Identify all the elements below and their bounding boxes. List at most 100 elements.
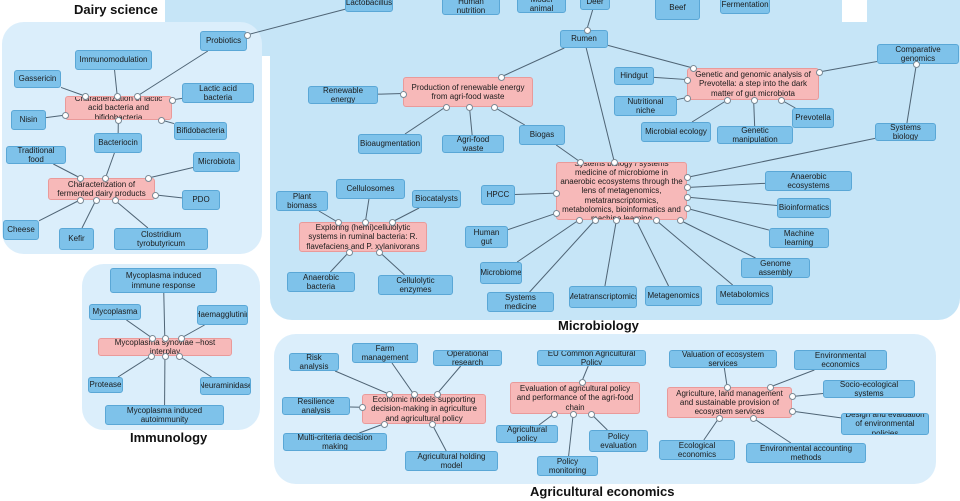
systems-topic-node[interactable]: Systems biology / systems medicine of mi…	[556, 162, 687, 220]
edge-endpoint-dot	[575, 217, 583, 224]
edge-endpoint-dot	[428, 421, 436, 428]
eu-cap-node[interactable]: EU Common Agricultural Policy	[537, 350, 646, 366]
agri-food-waste-node[interactable]: Agri-food waste	[442, 135, 504, 153]
anaerobic-bacteria-node[interactable]: Anaerobic bacteria	[287, 272, 355, 292]
probiotics-node[interactable]: Probiotics	[200, 31, 247, 51]
edge-dairy-topic-traditional-food	[53, 163, 81, 179]
microbiota-node[interactable]: Microbiota	[193, 152, 240, 172]
cellulolytic-enzymes-node[interactable]: Cellulolytic enzymes	[378, 275, 453, 295]
edge-systems-topic-anaerobic-ecosystems	[686, 182, 766, 188]
edge-endpoint-dot	[158, 117, 166, 124]
mycoplasma-autoimmunity-node[interactable]: Mycoplasma induced autoimmunity	[105, 405, 224, 425]
bioaugmentation-node[interactable]: Bioaugmentation	[358, 134, 422, 154]
clostridium-node[interactable]: Clostridium tyrobutyricum	[114, 228, 208, 250]
environmental-economics-node[interactable]: Environmental economics	[794, 350, 887, 370]
genome-assembly-node[interactable]: Genome assembly	[741, 258, 810, 278]
edge-land-topic-design-env-policies	[791, 410, 842, 419]
edge-endpoint-dot	[466, 104, 474, 111]
ecological-economics-node[interactable]: Ecological economics	[659, 440, 735, 460]
fermentation-node[interactable]: Fermentation	[720, 0, 770, 14]
haemagglutinin-node[interactable]: Haemagglutinin	[197, 305, 248, 325]
operational-research-node[interactable]: Operational research	[433, 350, 502, 366]
systems-medicine-node[interactable]: Systems medicine	[487, 292, 554, 312]
edge-econ-topic-mcdm	[359, 423, 384, 434]
edge-comparative-genomics-systems-biology	[906, 63, 917, 124]
mycoplasma-immune-node[interactable]: Mycoplasma induced immune response	[110, 268, 217, 293]
protease-node[interactable]: Protease	[88, 377, 123, 393]
bioinformatics-node[interactable]: Bioinformatics	[777, 198, 831, 218]
hpcc-node[interactable]: HPCC	[481, 185, 515, 205]
cellulose-topic-node[interactable]: Exploring (hemi)cellulolytic systems in …	[299, 222, 427, 252]
microbial-ecology-node[interactable]: Microbial ecology	[641, 122, 711, 142]
microbiome-node[interactable]: Microbiome	[480, 262, 522, 284]
nisin-node[interactable]: Nisin	[11, 110, 46, 130]
prevotella-node[interactable]: Prevotella	[792, 108, 834, 128]
dairy-topic-node[interactable]: Characterization of fermented dairy prod…	[48, 178, 155, 200]
policy-monitoring-node[interactable]: Policy monitoring	[537, 456, 598, 476]
edge-dairy-topic-cheese	[38, 199, 81, 222]
renewable-energy-node[interactable]: Renewable energy	[308, 86, 378, 104]
traditional-food-node[interactable]: Traditional food	[6, 146, 66, 164]
bacteriocin-node[interactable]: Bacteriocin	[94, 133, 142, 153]
prevotella-topic-node[interactable]: Genetic and genomic analysis of Prevotel…	[687, 68, 819, 100]
edge-lab-topic-nisin	[45, 114, 66, 119]
resilience-analysis-node[interactable]: Resilience analysis	[282, 397, 350, 415]
metagenomics-node[interactable]: Metagenomics	[645, 286, 702, 306]
env-accounting-node[interactable]: Environmental accounting methods	[746, 443, 866, 463]
g-immuno-label: Immunology	[130, 430, 208, 445]
edge-endpoint-dot	[111, 197, 119, 204]
econ-topic-node[interactable]: Economic models supporting decision-maki…	[362, 394, 486, 424]
edge-prevotella-topic-rumen	[607, 44, 694, 69]
design-env-policies-node[interactable]: Design and evaluation of environmental p…	[841, 413, 929, 435]
agricultural-policy-node[interactable]: Agricultural policy	[496, 425, 558, 443]
land-topic-node[interactable]: Agriculture, land management and sustain…	[667, 387, 792, 418]
kefir-node[interactable]: Kefir	[59, 228, 94, 250]
hindgut-node[interactable]: Hindgut	[614, 67, 654, 85]
edge-endpoint-dot	[433, 391, 441, 398]
edge-systems-topic-rumen	[585, 47, 615, 163]
policy-evaluation-node[interactable]: Policy evaluation	[589, 430, 648, 452]
deer-node[interactable]: Deer	[580, 0, 610, 10]
model-animal-node[interactable]: Model animal	[517, 0, 566, 13]
nutritional-niche-node[interactable]: Nutritional niche	[614, 96, 677, 116]
cheese-node[interactable]: Cheese	[3, 220, 39, 240]
energy-topic-node[interactable]: Production of renewable energy from agri…	[403, 77, 533, 107]
beef-node[interactable]: Beef	[655, 0, 700, 20]
edge-endpoint-dot	[577, 159, 585, 166]
edge-endpoint-dot	[789, 408, 796, 416]
gassericin-node[interactable]: Gassericin	[14, 70, 61, 88]
immunomodulation-node[interactable]: Immunomodulation	[75, 50, 152, 70]
bifidobacteria-node[interactable]: Bifidobacteria	[174, 122, 227, 140]
plant-biomass-node[interactable]: Plant biomass	[276, 191, 328, 211]
agri-holding-node[interactable]: Agricultural holding model	[405, 451, 498, 471]
machine-learning-node[interactable]: Machine learning	[769, 228, 829, 248]
edge-energy-topic-renewable-energy	[377, 93, 404, 95]
cellulosomes-node[interactable]: Cellulosomes	[336, 179, 405, 199]
farm-management-node[interactable]: Farm management	[352, 343, 418, 363]
mycoplasma-node[interactable]: Mycoplasma	[89, 304, 141, 320]
mcdm-node[interactable]: Multi-criteria decision making	[283, 433, 387, 451]
genetic-manipulation-node[interactable]: Genetic manipulation	[717, 126, 793, 144]
systems-biology-node[interactable]: Systems biology	[875, 123, 936, 141]
edge-systems-topic-genome-assembly	[679, 219, 756, 259]
socio-ecological-node[interactable]: Socio-ecological systems	[823, 380, 915, 398]
metatranscriptomics-node[interactable]: Metatranscriptomics	[569, 286, 637, 308]
edge-endpoint-dot	[652, 217, 660, 224]
policy-topic-node[interactable]: Evaluation of agricultural policy and pe…	[510, 382, 640, 414]
risk-analysis-node[interactable]: Risk analysis	[289, 353, 339, 371]
human-nutrition-node[interactable]: Human nutrition	[442, 0, 500, 15]
metabolomics-node[interactable]: Metabolomics	[716, 285, 773, 305]
valuation-ecosystem-node[interactable]: Valuation of ecosystem services	[669, 350, 777, 368]
neuraminidase-node[interactable]: Neuraminidase	[200, 377, 251, 395]
edge-dairy-topic-pdo	[154, 194, 183, 199]
anaerobic-ecosystems-node[interactable]: Anaerobic ecosystems	[765, 171, 852, 191]
human-gut-node[interactable]: Human gut	[465, 226, 508, 248]
edge-endpoint-dot	[676, 217, 684, 224]
lactic-acid-bacteria-node[interactable]: Lactic acid bacteria	[182, 83, 254, 103]
pdo-node[interactable]: PDO	[182, 190, 220, 210]
biocatalysts-node[interactable]: Biocatalysts	[412, 190, 461, 208]
biogas-node[interactable]: Biogas	[519, 125, 565, 145]
edge-systems-topic-systems-biology	[686, 137, 876, 178]
edge-land-topic-socio-ecological	[791, 392, 824, 397]
lactobacillus-node[interactable]: Lactobacillus	[345, 0, 393, 12]
